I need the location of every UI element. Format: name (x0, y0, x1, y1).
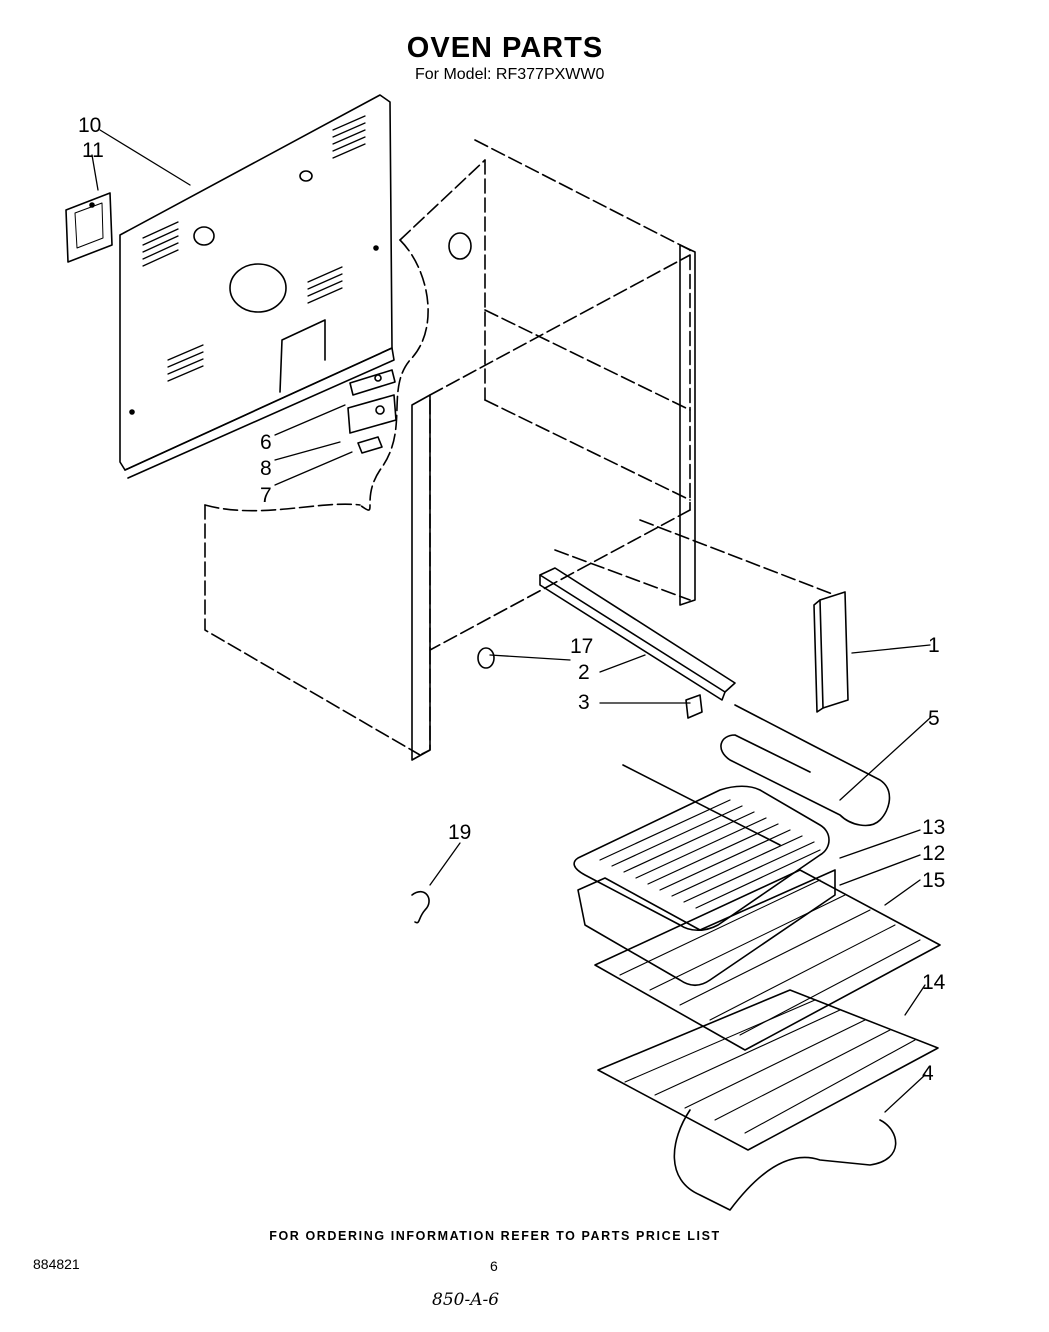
part-4-broil-element (673, 1109, 897, 1211)
part-19-spring (411, 890, 430, 924)
callout-13: 13 (922, 816, 946, 839)
part-15-oven-rack (594, 869, 941, 1051)
callout-14: 14 (922, 971, 946, 994)
callout-3: 3 (578, 691, 590, 714)
callout-4: 4 (922, 1062, 934, 1085)
callout-19: 19 (448, 821, 472, 844)
callout-7: 7 (260, 484, 272, 507)
callout-12: 12 (922, 842, 946, 865)
page-title: OVEN PARTS (406, 32, 604, 64)
callout-8: 8 (260, 457, 272, 480)
callout-15: 15 (922, 869, 946, 892)
callout-2: 2 (578, 661, 590, 684)
part-10-rear-panel (119, 94, 395, 479)
callout-11: 11 (82, 139, 104, 162)
part-12-broiler-pan (577, 869, 836, 987)
callout-17: 17 (570, 635, 594, 658)
part-11-bracket (65, 192, 113, 263)
ordering-info-note: FOR ORDERING INFORMATION REFER TO PARTS … (269, 1229, 721, 1243)
model-subtitle: For Model: RF377PXWW0 (415, 66, 605, 83)
document-number: 884821 (33, 1256, 80, 1272)
part-8-component (347, 394, 397, 434)
page-number: 6 (490, 1258, 498, 1274)
part-5-bake-element (622, 704, 891, 846)
part-6-component (349, 369, 396, 396)
leader-lines (91, 129, 931, 1113)
part-17-plug (477, 647, 495, 669)
part-2-bar (539, 567, 736, 701)
part-14-oven-rack (597, 989, 939, 1151)
callout-6: 6 (260, 431, 272, 454)
callout-5: 5 (928, 707, 940, 730)
part-13-broiler-grid (573, 785, 830, 932)
callout-1: 1 (928, 634, 940, 657)
callout-10: 10 (78, 114, 102, 137)
part-7-component (357, 436, 383, 454)
oven-cavity-frame (204, 139, 836, 756)
part-1-side-panel (813, 591, 849, 713)
handwritten-note: 850-A-6 (432, 1290, 500, 1310)
frame-solid-edges (411, 232, 696, 761)
part-3-clip (685, 694, 703, 719)
